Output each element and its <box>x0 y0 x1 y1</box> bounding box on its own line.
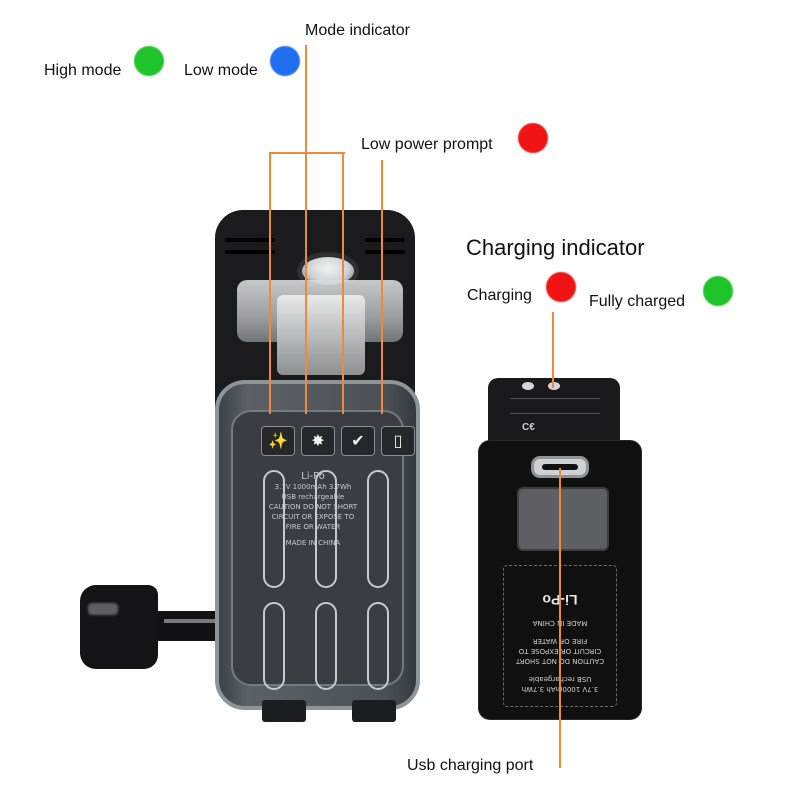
housing-ridge <box>315 470 337 588</box>
label-line: 3.7V 1000mAh 3.7Wh <box>274 483 352 491</box>
low-power-dot <box>518 123 548 153</box>
charging-led <box>548 382 560 390</box>
battery-icon: ▯ <box>381 426 415 456</box>
housing-ridge <box>367 602 389 690</box>
housing-ridge <box>263 470 285 588</box>
label-line: CIRCUIT OR EXPOSE TO <box>271 513 355 521</box>
vent <box>225 238 275 242</box>
usb-slot <box>542 464 578 470</box>
label-line: CAUTION DO NOT SHORT <box>268 503 358 511</box>
charging-indicator-title: Charging indicator <box>466 235 645 260</box>
housing-battery-label: Li-Po 3.7V 1000mAh 3.7Wh USB rechargeabl… <box>253 472 373 548</box>
high-mode-icon: ✨ <box>261 426 295 456</box>
housing-clip-latch[interactable] <box>277 295 365 375</box>
flash-mode-icon: ✔ <box>341 426 375 456</box>
mode-indicator-label: Mode indicator <box>305 22 410 39</box>
high-mode-label: High mode <box>44 62 122 79</box>
mount-arm <box>150 611 225 641</box>
low-mode-icon: ✸ <box>301 426 335 456</box>
housing-foot <box>352 700 396 722</box>
charging-dot <box>546 272 576 302</box>
label-line: USB rechargeable <box>281 493 345 501</box>
mount-knob <box>80 585 158 669</box>
waterproof-housing: ✨ ✸ ✔ ▯ Li-Po 3.7V 1000mAh 3.7Wh USB rec… <box>215 380 420 710</box>
battery-window <box>517 487 609 551</box>
usb-port-label: Usb charging port <box>407 757 534 774</box>
charging-label: Charging <box>467 287 532 304</box>
housing-ridge <box>263 602 285 690</box>
vent <box>365 250 405 254</box>
mode-indicator-line <box>269 152 271 414</box>
mode-indicator-line <box>342 152 344 414</box>
mode-indicator-line <box>305 45 307 153</box>
fully-charged-label: Fully charged <box>589 293 686 310</box>
mode-indicator-line <box>305 152 307 414</box>
gopro-mount <box>80 585 225 669</box>
battery-top-text <box>510 398 600 414</box>
mode-indicator-bracket <box>269 152 345 154</box>
vent <box>365 238 405 242</box>
housing-ridge <box>367 470 389 588</box>
charging-led <box>522 382 534 390</box>
vent <box>225 250 275 254</box>
low-mode-label: Low mode <box>184 62 258 79</box>
usb-port-line <box>559 468 561 768</box>
housing-ridge <box>315 602 337 690</box>
ce-mark: C€ <box>522 422 535 433</box>
housing-foot <box>262 700 306 722</box>
mount-arm-highlight <box>164 619 220 623</box>
label-line: Li-Po <box>301 471 325 482</box>
label-line: MADE IN CHINA <box>285 539 341 547</box>
indicator-icon-row: ✨ ✸ ✔ ▯ <box>261 426 415 456</box>
fully-charged-dot <box>703 276 733 306</box>
mount-knob-highlight <box>88 603 118 615</box>
high-mode-dot <box>134 46 164 76</box>
low-power-line <box>381 160 383 414</box>
charging-line <box>552 312 554 388</box>
low-mode-dot <box>270 46 300 76</box>
label-line: FIRE OR WATER <box>285 523 341 531</box>
low-power-label: Low power prompt <box>361 136 493 153</box>
housing-window: ✨ ✸ ✔ ▯ Li-Po 3.7V 1000mAh 3.7Wh USB rec… <box>231 410 415 690</box>
